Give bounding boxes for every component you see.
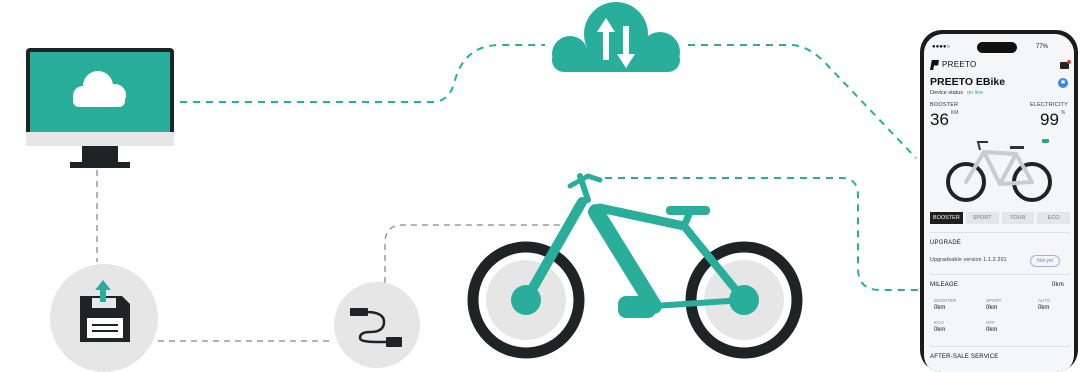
mileage-cell-label: BOOSTER <box>934 298 957 303</box>
mileage-cell-label: AUTO <box>1038 298 1051 303</box>
upgrade-title: UPGRADE <box>930 240 962 246</box>
connector-usb-bike <box>384 224 572 283</box>
bluetooth-icon[interactable]: ✱ <box>1058 78 1068 88</box>
battery-icon <box>1042 138 1049 143</box>
connector-cloud-phone <box>688 44 917 159</box>
ebike-icon <box>467 173 803 359</box>
divider <box>930 232 1070 233</box>
connector-monitor-cloud <box>180 44 545 103</box>
booster-label: BOOSTER <box>930 102 959 108</box>
after-sale-title: AFTER-SALE SERVICE <box>930 354 999 360</box>
app-header: PREETO <box>930 60 1070 74</box>
battery-percent: 77% <box>1036 44 1049 50</box>
dynamic-island <box>977 42 1017 53</box>
floppy-upload-icon <box>50 264 158 372</box>
usb-cable-icon <box>334 282 420 368</box>
message-icon[interactable] <box>1060 60 1071 69</box>
mileage-cell-value: 0km <box>986 305 998 311</box>
mileage-total: 0km <box>1052 282 1064 288</box>
mileage-cell-value: 0km <box>1038 305 1050 311</box>
divider <box>930 274 1070 275</box>
upgrade-version-text: Upgradeable version 1.1.2.201 <box>930 257 1007 263</box>
device-status-value: on line <box>967 90 984 96</box>
mode-selector: BOOSTER SPORT TOUR ECO <box>930 212 1070 224</box>
mode-eco[interactable]: ECO <box>1037 212 1070 224</box>
mileage-cell-label: SPORT <box>986 298 1002 303</box>
bike-photo <box>946 141 1052 202</box>
electricity-stat: 99% <box>1040 110 1074 150</box>
mileage-cell-value: 0km <box>934 305 946 311</box>
mode-sport[interactable]: SPORT <box>965 212 999 224</box>
mode-tour[interactable]: TOUR <box>1001 212 1035 224</box>
cloud-sync-icon <box>552 2 680 72</box>
electricity-label: ELECTRICITY <box>1030 102 1068 108</box>
mileage-cell-value: 0km <box>986 327 998 333</box>
booster-value: 36 <box>930 110 949 129</box>
electricity-value: 99 <box>1040 110 1059 129</box>
device-title: PREETO EBike <box>930 76 1006 88</box>
upgrade-button[interactable]: Not yet <box>1030 255 1060 267</box>
connector-bike-phone <box>605 177 918 291</box>
mileage-cell-value: 0km <box>934 327 946 333</box>
booster-unit: KM <box>950 110 959 116</box>
divider <box>930 346 1070 347</box>
monitor-cloud-icon <box>26 48 174 168</box>
electricity-unit: % <box>1060 110 1066 116</box>
phone-screen: ●●●●○ 77% PREETO PREETO EBike ✱ Device s… <box>924 34 1074 372</box>
phone-status-bar: ●●●●○ 77% <box>924 34 1074 56</box>
signal-indicator: ●●●●○ <box>932 44 951 50</box>
phone-mockup: ●●●●○ 77% PREETO PREETO EBike ✱ Device s… <box>920 30 1078 372</box>
brand-logo-icon <box>930 60 939 70</box>
device-status-label: Device status <box>930 90 964 96</box>
mileage-cell-label: OFF <box>986 320 995 325</box>
mode-booster[interactable]: BOOSTER <box>930 212 963 224</box>
brand-name: PREETO <box>942 60 977 70</box>
mileage-title: MILEAGE <box>930 282 959 288</box>
mileage-cell-label: ECO <box>934 320 944 325</box>
